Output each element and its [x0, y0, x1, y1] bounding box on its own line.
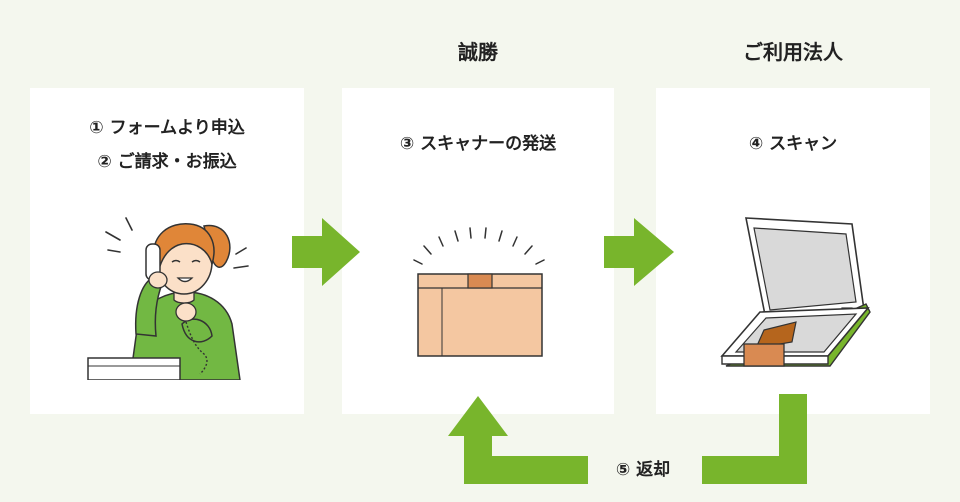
step-5-label: ⑤ 返却 [588, 456, 698, 484]
right-arrow-icon [604, 218, 674, 286]
right-arrow-icon [292, 218, 360, 286]
